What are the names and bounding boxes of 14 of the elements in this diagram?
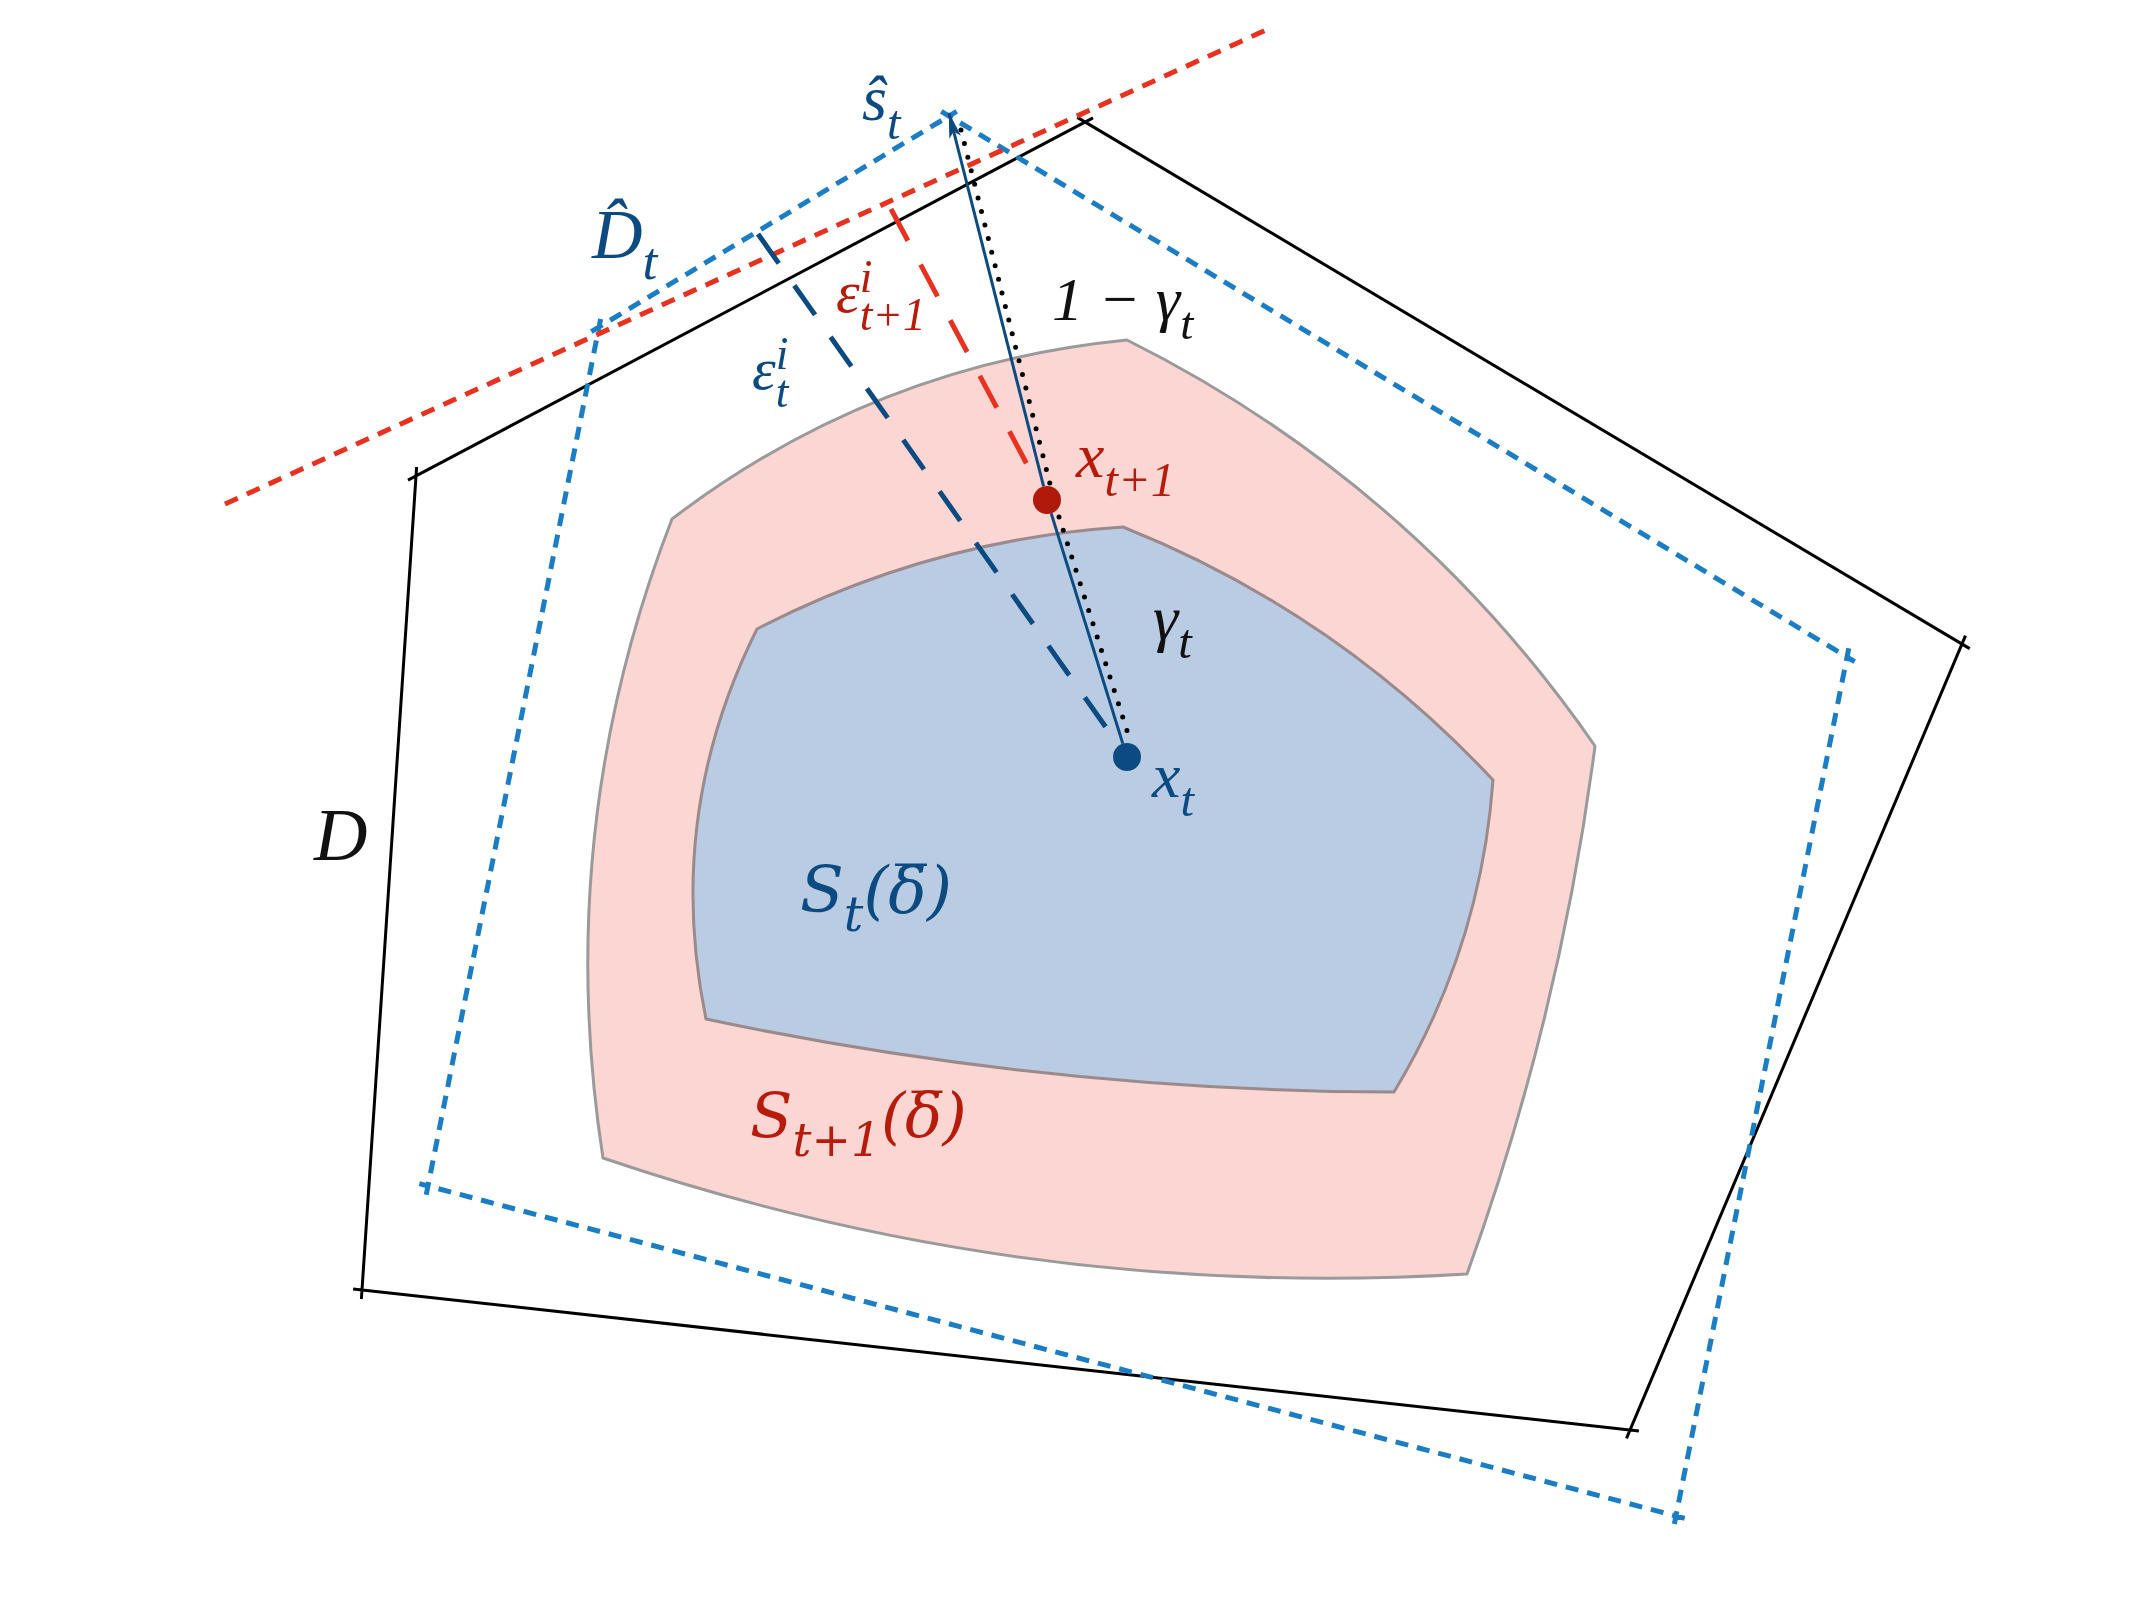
math-label: D	[314, 795, 368, 879]
dot-icon	[1113, 743, 1141, 771]
dot-icon	[1033, 486, 1061, 514]
arrow	[947, 112, 1046, 487]
math-label: x$_{t}$	[1152, 741, 1194, 820]
math-label: γ$_{t}$	[1153, 583, 1192, 662]
math-label: D̂$_{t}$	[592, 195, 658, 282]
math-label: ŝ$_{t}$	[862, 64, 901, 143]
line-segment	[1049, 512, 1125, 745]
math-label: x$_{t+1}$	[1076, 421, 1176, 500]
math-label: S$_{t+1}$(δ̅)	[750, 1081, 967, 1158]
math-label: S$_{t}$(δ̅)	[800, 855, 952, 934]
math-label: 1 − γ$_{t}$	[1052, 264, 1194, 341]
shaded-region	[585, 337, 1598, 1281]
